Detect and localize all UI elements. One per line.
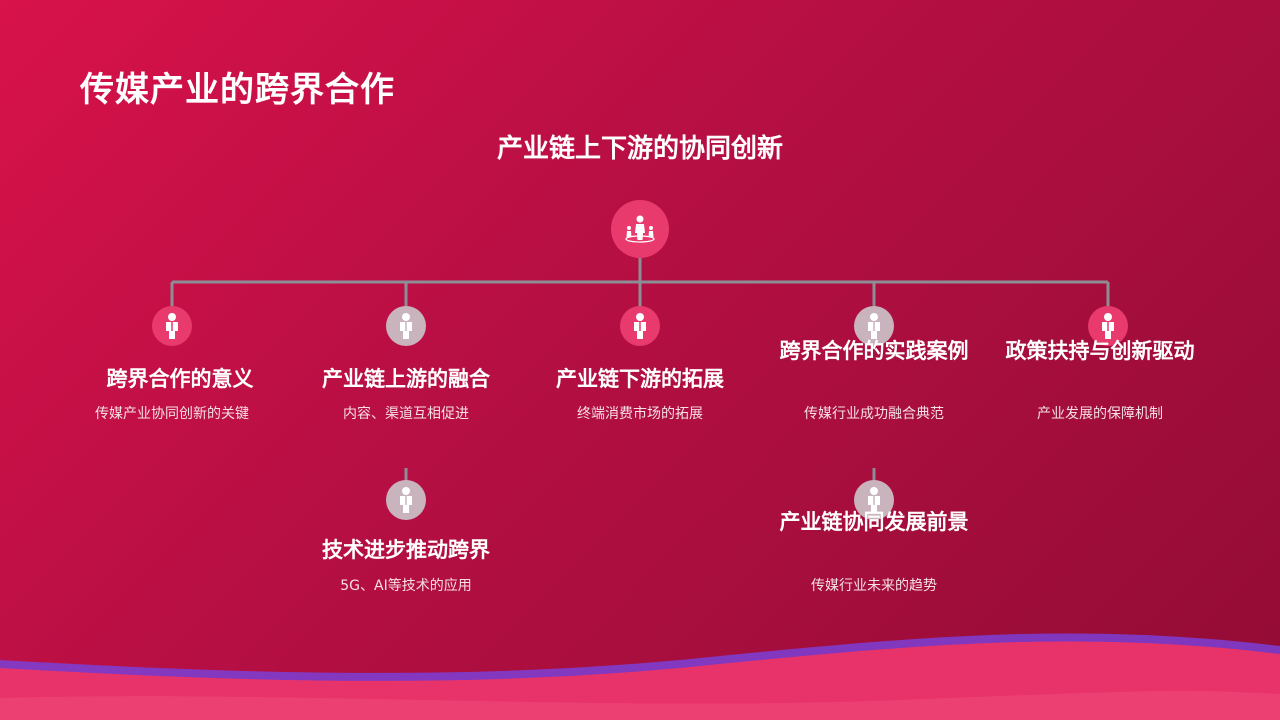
node-3-title: 产业链下游的拓展 (556, 367, 724, 391)
node-5-subtitle: 产业发展的保障机制 (1037, 406, 1163, 422)
node-2-title: 产业链上游的融合 (322, 367, 490, 391)
node-6-circle (386, 480, 426, 520)
node-7-title: 产业链协同发展前景 (779, 510, 969, 534)
team-leader-icon (625, 215, 655, 243)
node-4-circle (854, 306, 894, 346)
person-icon (400, 313, 412, 339)
node-2-circle (386, 306, 426, 346)
node-5-circle (1088, 306, 1128, 346)
slide-title: 传媒产业的跨界合作 (80, 70, 395, 110)
node-7-circle (854, 480, 894, 520)
node-1-subtitle: 传媒产业协同创新的关键 (95, 406, 249, 422)
node-4-title: 跨界合作的实践案例 (779, 339, 969, 363)
person-icon (868, 487, 880, 513)
person-icon (166, 313, 178, 339)
person-icon (868, 313, 880, 339)
person-icon (400, 487, 412, 513)
node-7-subtitle: 传媒行业未来的趋势 (811, 578, 937, 594)
node-1-title: 跨界合作的意义 (106, 367, 254, 391)
root-node (611, 200, 669, 258)
bottom-wave-decoration (0, 633, 1280, 720)
node-6-subtitle: 5G、AI等技术的应用 (340, 578, 472, 594)
diagram-title: 产业链上下游的协同创新 (496, 134, 783, 164)
person-icon (634, 313, 646, 339)
node-2-subtitle: 内容、渠道互相促进 (343, 406, 469, 422)
node-3-subtitle: 终端消费市场的拓展 (577, 406, 703, 422)
person-icon (1102, 313, 1114, 339)
node-1-circle (152, 306, 192, 346)
node-4-subtitle: 传媒行业成功融合典范 (804, 406, 944, 422)
node-5-title: 政策扶持与创新驱动 (1005, 339, 1195, 363)
node-3-circle (620, 306, 660, 346)
node-6-title: 技术进步推动跨界 (322, 538, 490, 562)
